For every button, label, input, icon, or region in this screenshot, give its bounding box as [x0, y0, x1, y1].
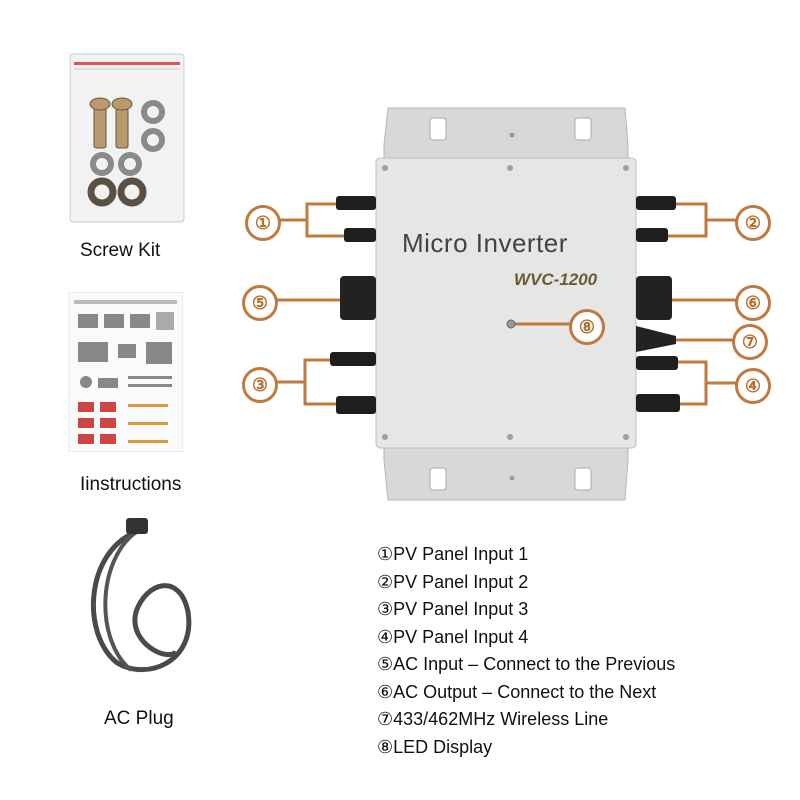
legend-item: ⑤AC Input – Connect to the Previous	[377, 654, 676, 674]
instructions-caption: Iinstructions	[80, 474, 182, 495]
callout-8: ⑧	[569, 309, 605, 345]
micro-inverter-image	[276, 107, 737, 501]
legend-item: ④PV Panel Input 4	[377, 626, 529, 647]
legend-item: ③PV Panel Input 3	[377, 599, 529, 619]
ac-plug-caption: AC Plug	[104, 708, 174, 729]
product-model: WVC-1200	[514, 270, 598, 289]
callout-7: ⑦	[732, 324, 768, 360]
instructions-image	[68, 292, 183, 452]
legend-item: ⑥AC Output – Connect to the Next	[377, 681, 657, 702]
ac-plug-image	[90, 518, 192, 673]
product-title: Micro Inverter	[402, 228, 568, 258]
callout-2: ②	[735, 205, 771, 241]
legend-item: ⑦433/462MHz Wireless Line	[377, 709, 609, 729]
callout-1: ①	[245, 205, 281, 241]
callout-4: ④	[735, 368, 771, 404]
legend-list: ①PV Panel Input 1 ②PV Panel Input 2 ③PV …	[377, 541, 675, 761]
legend-item: ⑧LED Display	[377, 736, 493, 757]
screw-kit-image	[69, 53, 185, 223]
callout-5: ⑤	[242, 285, 278, 321]
screw-kit-caption: Screw Kit	[80, 240, 161, 261]
callout-3: ③	[242, 367, 278, 403]
legend-item: ①PV Panel Input 1	[377, 544, 529, 564]
callout-6: ⑥	[735, 285, 771, 321]
legend-item: ②PV Panel Input 2	[377, 571, 529, 592]
